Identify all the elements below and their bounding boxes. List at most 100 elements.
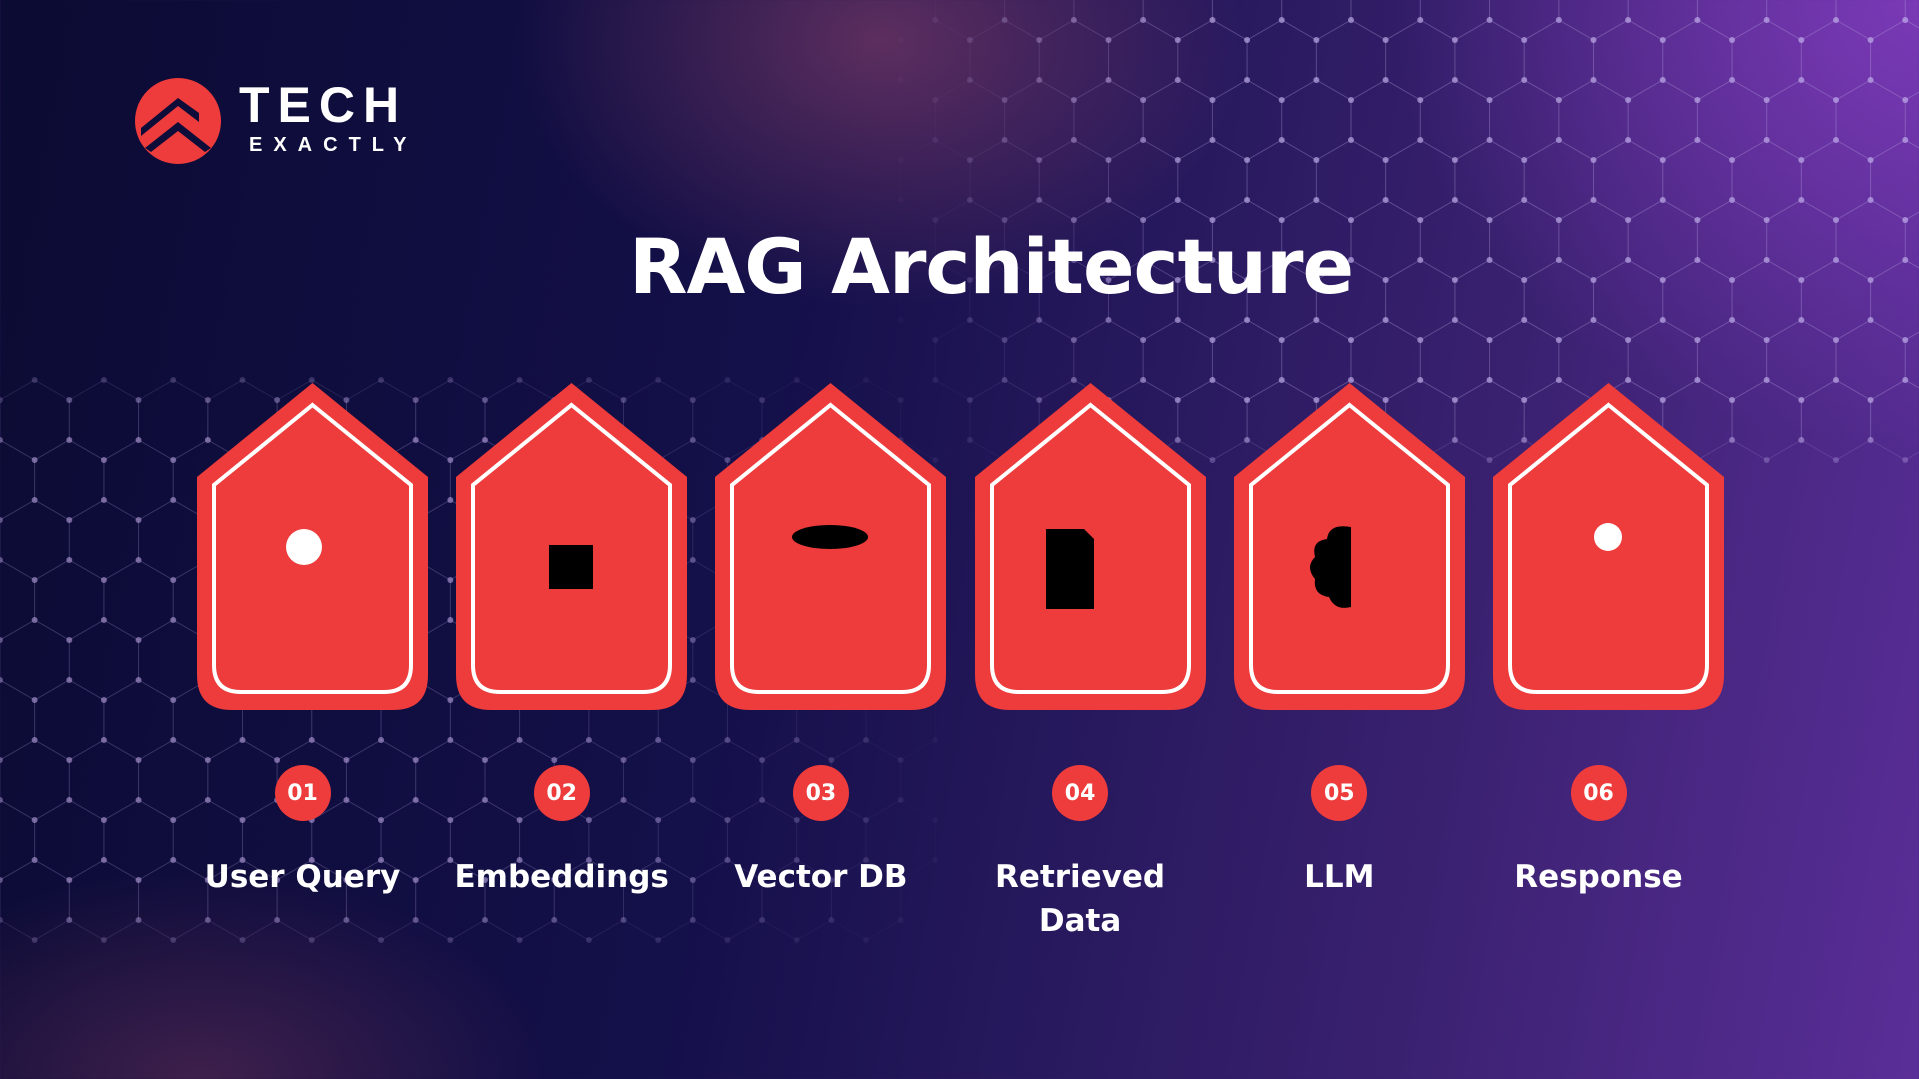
hex-cell <box>1315 139 1387 221</box>
hex-node <box>1590 197 1597 203</box>
hex-node <box>1659 197 1666 203</box>
hex-node <box>1140 377 1147 383</box>
hex-node <box>1209 97 1216 103</box>
hex-node <box>135 677 142 683</box>
hex-cell <box>1766 79 1837 161</box>
hex-node <box>1625 257 1632 263</box>
hex-cell <box>380 799 451 881</box>
hex-node <box>1486 377 1493 383</box>
hex-node <box>1278 17 1285 23</box>
hex-node <box>1763 217 1770 223</box>
hex-node <box>1001 97 1008 103</box>
hex-node <box>1382 157 1389 163</box>
hex-node <box>897 757 904 763</box>
hex-node <box>1382 77 1389 83</box>
hex-node <box>793 737 800 743</box>
hex-node <box>1798 437 1805 443</box>
hex-node <box>66 637 73 643</box>
hex-node <box>1244 437 1251 443</box>
hex-node <box>1521 37 1528 43</box>
hex-cell <box>1662 19 1733 101</box>
hex-node <box>1105 157 1112 163</box>
hex-cell <box>934 319 1006 401</box>
hex-node <box>1798 197 1805 203</box>
hex-node <box>1209 257 1216 263</box>
hex-node <box>898 197 904 203</box>
hex-node <box>1659 77 1666 83</box>
hex-cell <box>934 0 1006 41</box>
hex-node <box>1763 17 1770 23</box>
hex-node <box>1382 197 1389 203</box>
hex-node <box>1174 77 1181 83</box>
hex-node <box>1313 277 1320 283</box>
hex-node <box>135 557 142 563</box>
hex-cell <box>0 559 36 641</box>
hex-node <box>759 917 766 923</box>
hex-node <box>1140 97 1147 103</box>
hex-node <box>1451 397 1458 403</box>
hex-node <box>966 37 973 43</box>
hex-node <box>1625 377 1632 383</box>
hex-cell <box>1800 259 1872 341</box>
hex-node <box>1451 317 1458 323</box>
hex-node <box>1902 17 1909 23</box>
hex-node <box>689 397 696 403</box>
hex-node <box>135 517 142 523</box>
hex-node <box>1347 217 1354 223</box>
hex-node <box>239 737 246 743</box>
hex-node <box>0 757 3 763</box>
hex-node <box>1832 17 1839 23</box>
hex-node <box>1694 377 1701 383</box>
hex-node <box>724 857 731 863</box>
hex-node <box>1625 137 1632 143</box>
hex-node <box>1036 317 1043 323</box>
hex-node <box>1694 17 1701 23</box>
hex-node <box>66 637 73 643</box>
hex-node <box>551 757 558 763</box>
hex-node <box>1694 217 1701 223</box>
hex-node <box>932 137 939 143</box>
hex-cell <box>1489 0 1560 41</box>
hex-node <box>1867 77 1874 83</box>
hex-cell <box>1281 199 1352 281</box>
hex-node <box>932 97 939 103</box>
hex-cell <box>1800 379 1872 461</box>
hex-node <box>620 877 627 883</box>
hex-node <box>135 397 142 403</box>
hex-node <box>1313 77 1320 83</box>
hex-node <box>1036 37 1043 43</box>
hex-node <box>1070 377 1077 383</box>
hex-node <box>1174 317 1181 323</box>
hex-node <box>1659 37 1666 43</box>
hex-node <box>1590 37 1597 43</box>
hex-node <box>204 397 211 403</box>
hex-node <box>863 737 870 743</box>
hex-node <box>1763 97 1770 103</box>
hex-node <box>1347 377 1354 383</box>
hex-node <box>689 877 696 883</box>
hex-node <box>689 677 696 683</box>
hex-node <box>1417 377 1424 383</box>
hex-node <box>170 697 177 703</box>
hex-node <box>1244 197 1251 203</box>
hex-node <box>135 797 142 803</box>
hex-node <box>204 877 211 883</box>
hex-node <box>0 677 3 683</box>
hex-node <box>135 517 142 523</box>
hex-cell <box>1766 319 1837 401</box>
hex-node <box>1244 37 1251 43</box>
hex-node <box>1659 157 1666 163</box>
hex-node <box>1382 37 1389 43</box>
hex-node <box>1070 217 1077 223</box>
hex-node <box>1486 17 1493 23</box>
hex-node <box>1659 277 1666 283</box>
hex-node <box>1244 317 1251 323</box>
hex-node <box>516 857 523 863</box>
hex-cell <box>692 379 763 461</box>
hex-node <box>1902 257 1909 263</box>
hex-node <box>793 857 800 863</box>
hex-node <box>1625 137 1632 143</box>
hex-node <box>378 737 385 743</box>
hex-node <box>447 697 454 703</box>
hex-cell <box>1281 319 1352 401</box>
